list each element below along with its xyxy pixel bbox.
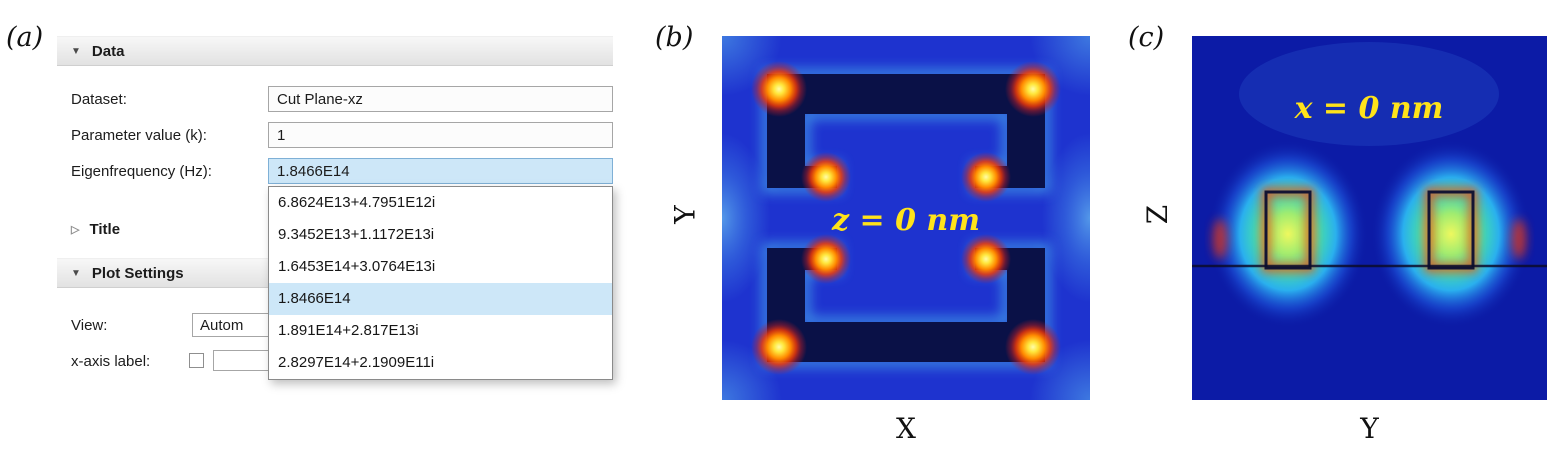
panel-c-label: (c) <box>1128 22 1165 53</box>
field-plot-xy-svg: z = 0 nm <box>722 36 1090 400</box>
dataset-row: Dataset: Cut Plane-xz <box>57 86 613 112</box>
resonator-outline-left <box>1264 190 1312 270</box>
parameter-row: Parameter value (k): 1 <box>57 122 613 148</box>
eigenfrequency-select[interactable]: 1.8466E14 <box>268 158 613 184</box>
x-axis-label-checkbox[interactable] <box>189 353 204 368</box>
eigen-dropdown-option[interactable]: 1.891E14+2.817E13i <box>278 322 419 339</box>
plot-settings-section-title: Plot Settings <box>91 264 184 282</box>
field-plot-xy: z = 0 nm <box>722 36 1090 400</box>
hotspot <box>801 152 851 202</box>
dataset-select[interactable]: Cut Plane-xz <box>268 86 613 112</box>
corner-glow <box>1030 36 1090 96</box>
parameter-value: 1 <box>277 126 286 144</box>
panel-a-label: (a) <box>6 22 44 53</box>
data-section-header[interactable]: ▼ Data <box>57 36 613 66</box>
dataset-value: Cut Plane-xz <box>277 90 363 108</box>
data-section-title: Data <box>91 42 125 60</box>
view-value: Autom <box>200 316 244 334</box>
eigenfrequency-value: 1.8466E14 <box>277 162 350 180</box>
eigen-dropdown-option[interactable]: 2.8297E14+2.1909E11i <box>278 354 435 371</box>
title-section-title: Title <box>89 220 121 238</box>
eigenfrequency-dropdown-list: 6.8624E13+4.7951E12i 9.3452E13+1.1172E13… <box>268 186 613 380</box>
parameter-select[interactable]: 1 <box>268 122 613 148</box>
hotspot <box>801 234 851 284</box>
title-section-row[interactable]: ▷ Title <box>57 216 613 242</box>
hotspot <box>961 234 1011 284</box>
parameter-label: Parameter value (k): <box>71 126 207 144</box>
eigen-dropdown-option[interactable]: 1.8466E14 <box>269 283 612 315</box>
top-haze <box>1239 42 1499 146</box>
top-bracket-structure <box>767 74 1045 188</box>
panel-c-x-axis-label: Y <box>1360 412 1379 445</box>
eigen-dropdown-option[interactable]: 1.6453E14+3.0764E13i <box>278 258 436 275</box>
collapse-down-icon: ▼ <box>71 267 81 279</box>
panel-c-y-axis-label: Z <box>1141 204 1175 225</box>
edge-glow <box>722 133 770 303</box>
eigen-dropdown-option[interactable]: 6.8624E13+4.7951E12i <box>278 194 436 211</box>
x-axis-field-label: x-axis label: <box>71 352 151 370</box>
field-plot-yz-svg: x = 0 nm <box>1192 36 1547 400</box>
cut-plane-annotation: x = 0 nm <box>1294 91 1444 126</box>
red-streak <box>1213 219 1227 259</box>
view-row: View: Autom <box>57 312 613 338</box>
corner-glow <box>722 340 782 400</box>
corner-glow <box>1030 340 1090 400</box>
x-axis-label-row: x-axis label: <box>57 348 613 374</box>
comsol-settings-panel: ▼ Data Dataset: Cut Plane-xz Parameter v… <box>57 36 613 418</box>
collapse-down-icon: ▼ <box>71 45 81 57</box>
hotspot <box>751 61 807 117</box>
collapse-right-icon: ▷ <box>71 223 80 236</box>
field-blob-left <box>1208 140 1368 328</box>
view-label: View: <box>71 316 108 334</box>
eigenfrequency-label: Eigenfrequency (Hz): <box>71 162 212 180</box>
hotspot <box>751 319 807 375</box>
hotspot <box>961 152 1011 202</box>
resonator-outline-right <box>1427 190 1475 270</box>
cut-plane-annotation: z = 0 nm <box>831 203 980 238</box>
bottom-bracket-structure <box>767 248 1045 362</box>
edge-glow <box>1042 133 1090 303</box>
hotspot <box>1005 319 1061 375</box>
panel-b-y-axis-label: Y <box>668 205 702 224</box>
eigen-dropdown-option[interactable]: 9.3452E13+1.1172E13i <box>278 226 435 243</box>
field-plot-yz: x = 0 nm <box>1192 36 1547 400</box>
field-blob-right <box>1371 140 1531 328</box>
corner-glow <box>722 36 782 96</box>
panel-b-label: (b) <box>655 22 694 53</box>
view-select[interactable]: Autom <box>192 313 278 337</box>
eigenfrequency-row: Eigenfrequency (Hz): 1.8466E14 <box>57 158 613 184</box>
panel-b-x-axis-label: X <box>896 412 916 445</box>
hotspot <box>1005 61 1061 117</box>
dataset-label: Dataset: <box>71 90 127 108</box>
red-streak <box>1512 219 1526 259</box>
x-axis-label-input[interactable] <box>213 350 271 371</box>
